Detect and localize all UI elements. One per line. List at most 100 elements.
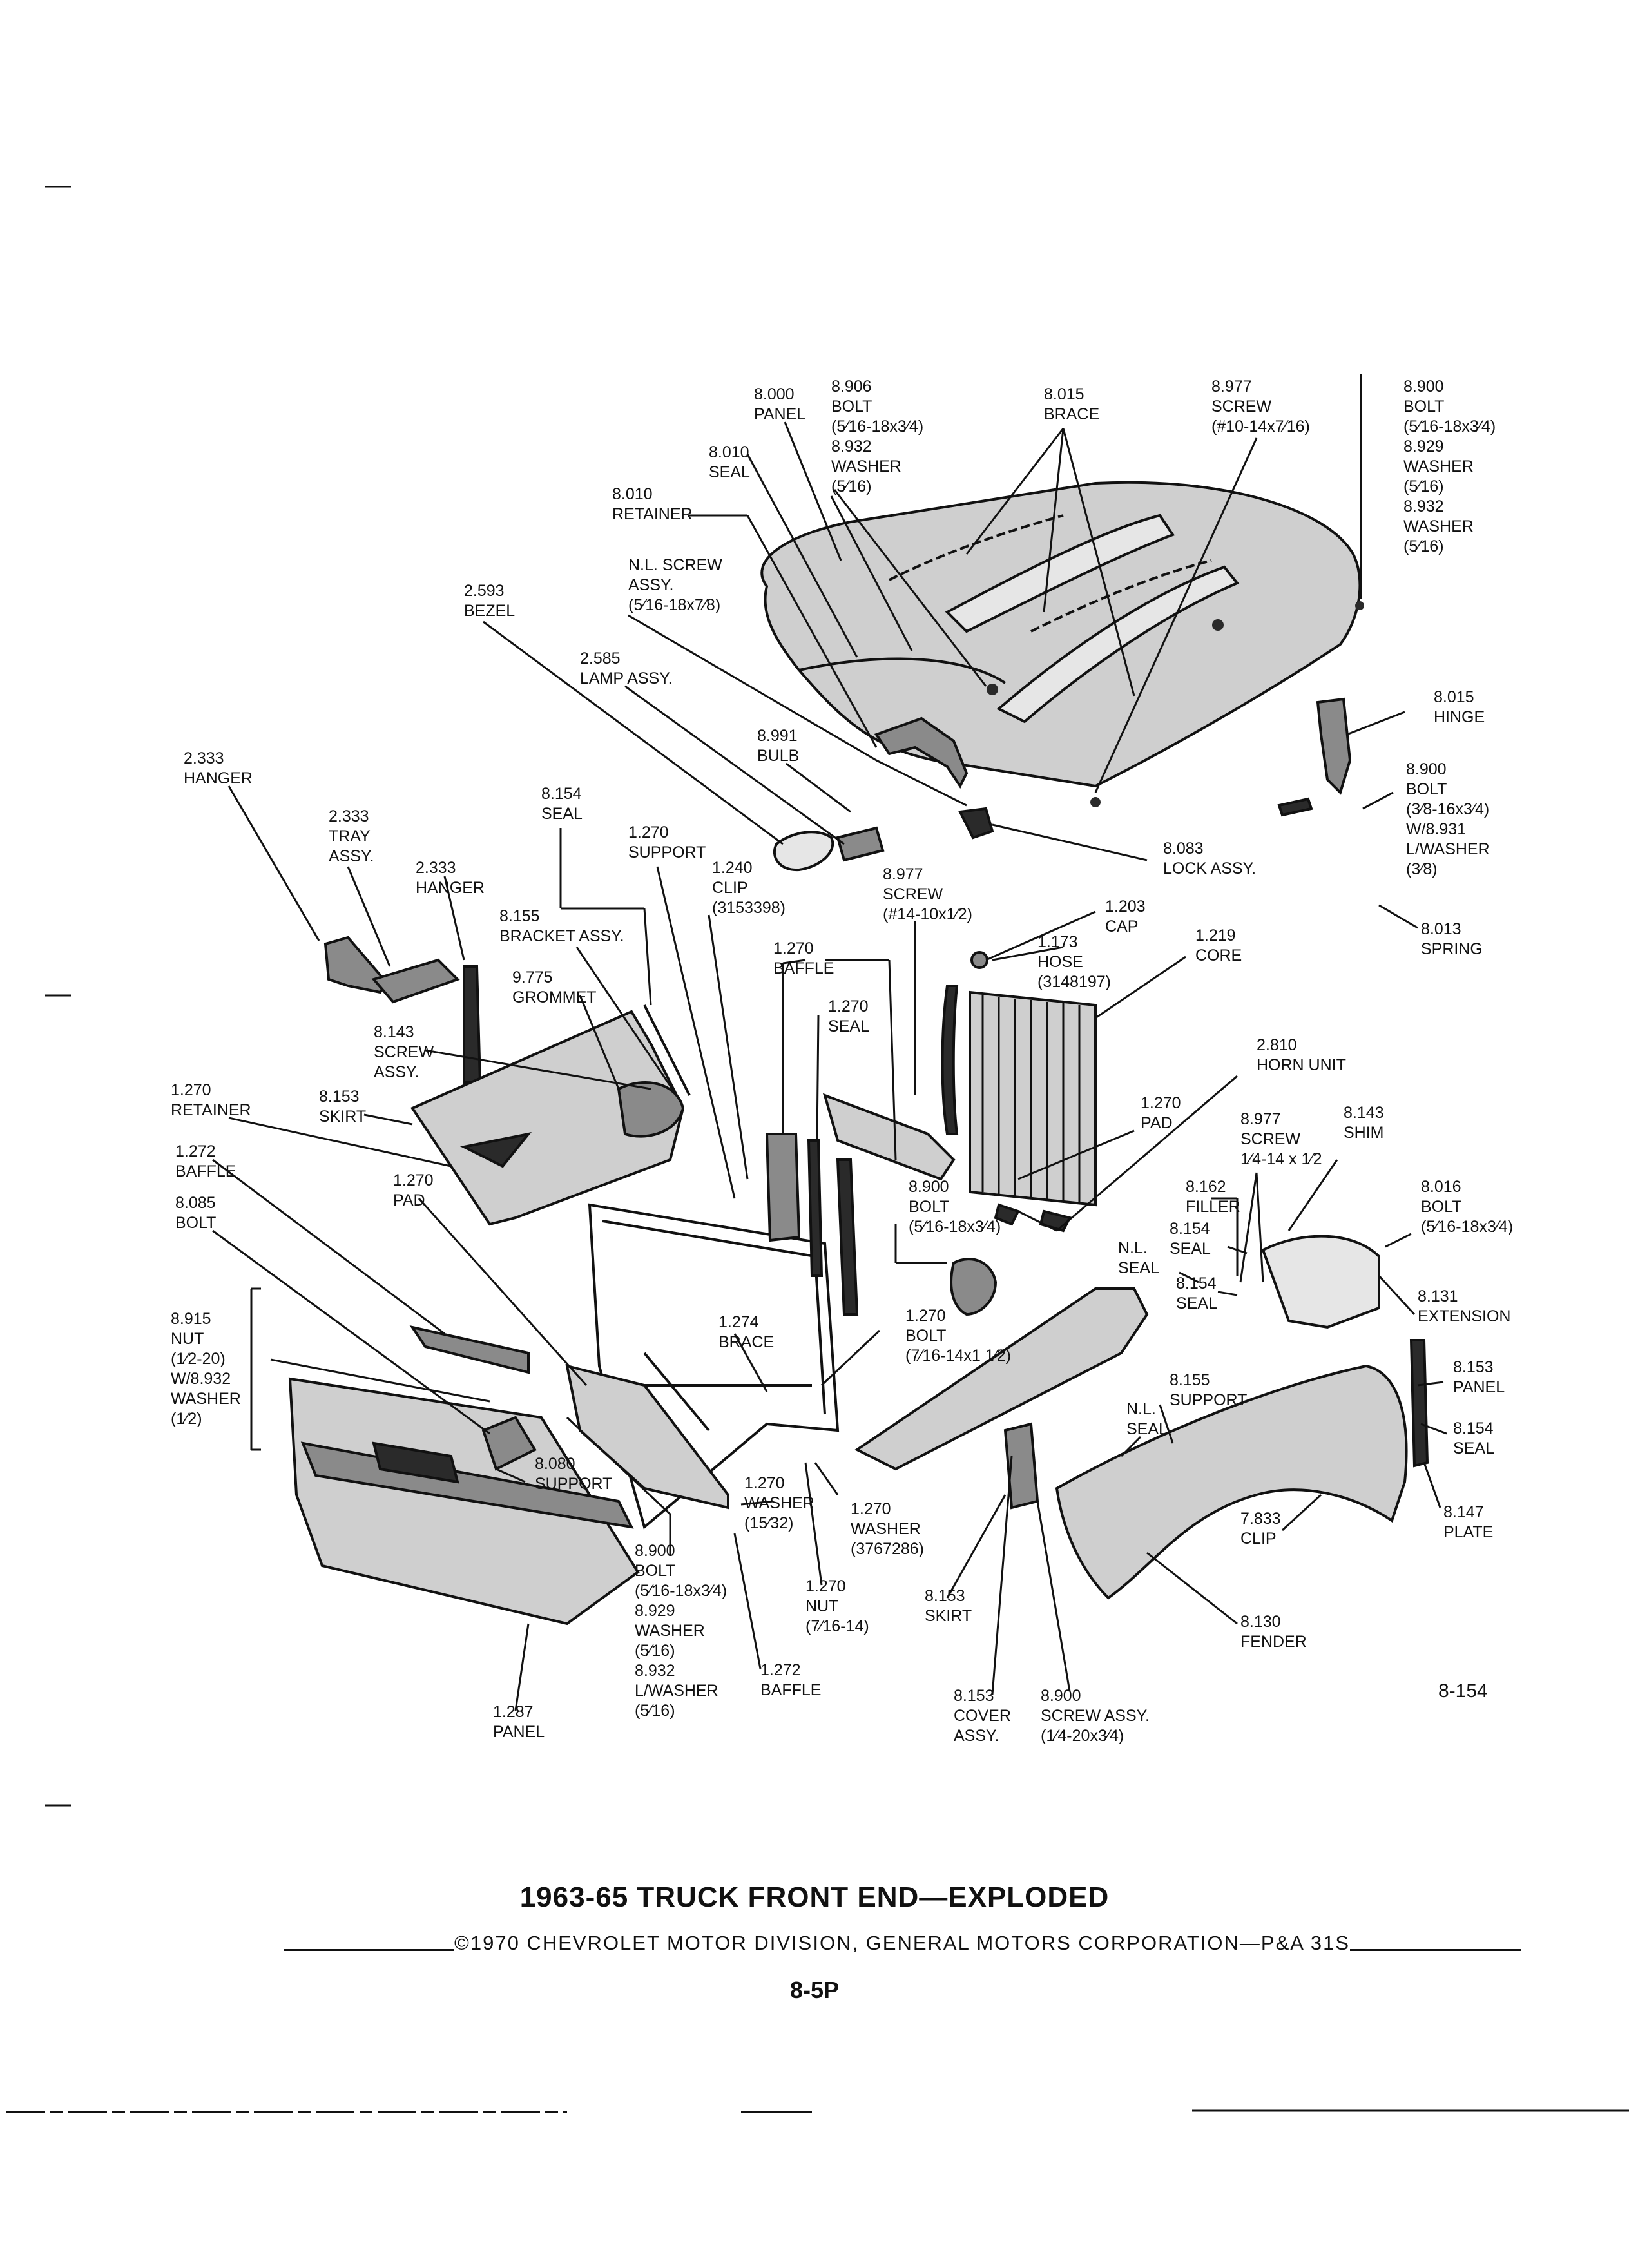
callout-line: 8.900 [1403,378,1444,396]
copyright-line: ©1970 CHEVROLET MOTOR DIVISION, GENERAL … [284,1932,1521,1955]
leader-lines [212,374,1447,1711]
callout-line: PLATE [1443,1523,1493,1541]
callout-line: 8.154 [1170,1220,1210,1238]
copyright-rule-left [284,1949,455,1951]
right-skirt [854,1287,1149,1510]
callout-line: 8.143 [1344,1104,1384,1122]
callout-line: 1.270 [744,1474,785,1492]
copyright-rule-right [1350,1949,1521,1951]
callout-line: SEAL [1118,1259,1159,1277]
callout-line: (5⁄16-18x3⁄4) [909,1218,1001,1236]
fender [1055,1235,1429,1600]
callout-c52: N.L.SEAL [1126,1400,1168,1438]
callout-line: 2.593 [464,582,505,600]
callout-line: 1.173 [1037,933,1078,951]
callout-line: 1.219 [1195,927,1236,945]
callout-line: 1.270 [393,1171,434,1189]
callout-line: (1⁄2-20) [171,1350,226,1368]
callout-line: 9.775 [512,968,553,986]
callout-line: 1.270 [1141,1094,1181,1112]
callout-line: (1⁄4-20x3⁄4) [1041,1727,1124,1745]
callout-line: 8.900 [909,1178,949,1196]
callout-line: 8.155 [499,907,540,925]
callout-line: 8.016 [1421,1178,1461,1196]
callout-line: L/WASHER [635,1682,718,1700]
callout-line: 8.932 [1403,497,1444,515]
lamp-assembly [836,826,885,862]
callout-line: N.L. SCREW [628,556,722,574]
callout-line: SUPPORT [535,1475,612,1493]
callout-line: CLIP [712,879,748,897]
callout-line: NUT [171,1330,204,1348]
callout-line: 8.010 [612,485,653,503]
callout-line: 2.333 [329,807,369,825]
callout-line: ASSY. [954,1727,999,1745]
callout-line: PANEL [754,405,805,423]
callout-line: SEAL [1453,1439,1494,1457]
callout-line: 8.154 [1453,1419,1494,1437]
callout-line: BOLT [1421,1198,1461,1216]
callout-line: BAFFLE [175,1162,236,1180]
callout-line: 8.015 [1044,385,1084,403]
callout-line: EXTENSION [1418,1307,1510,1325]
callout-line: CAP [1105,918,1138,936]
callout-line: BAFFLE [773,959,834,977]
callout-line: 8.080 [535,1455,575,1473]
callout-line: HINGE [1434,708,1485,726]
callout-line: SEAL [709,463,750,481]
callout-line: BRACKET ASSY. [499,927,624,945]
callout-line: 1.270 [828,997,869,1015]
callout-line: 2.585 [580,649,621,668]
callout-line: W/8.932 [171,1370,231,1388]
callout-line: 8.932 [635,1662,675,1680]
callout-line: SCREW [883,885,943,903]
callout-line: (1⁄2) [171,1410,202,1428]
callout-line: HORN UNIT [1257,1056,1346,1074]
callout-line: PAD [393,1191,425,1209]
callout-line: (5⁄16) [1403,537,1444,555]
callout-line: (5⁄16) [635,1642,675,1660]
page-title: 1963-65 TRUCK FRONT END—EXPLODED [519,1881,1110,1913]
callout-line: 1.270 [905,1307,946,1325]
callout-line: SKIRT [319,1108,366,1126]
callout-line: N.L. [1118,1239,1148,1257]
callout-line: BOLT [831,398,872,416]
callout-line: 1.203 [1105,898,1146,916]
callout-line: 8.130 [1240,1613,1281,1631]
callout-line: 1.270 [628,823,669,841]
callout-line: 7.833 [1240,1510,1281,1528]
callout-line: (5⁄16) [635,1702,675,1720]
callout-line: (5⁄16-18x3⁄4) [1403,418,1496,436]
callout-line: 1.272 [760,1661,801,1679]
page-number: 8-5P [789,1977,840,2003]
callout-line: SUPPORT [1170,1391,1247,1409]
callout-line: FENDER [1240,1633,1307,1651]
